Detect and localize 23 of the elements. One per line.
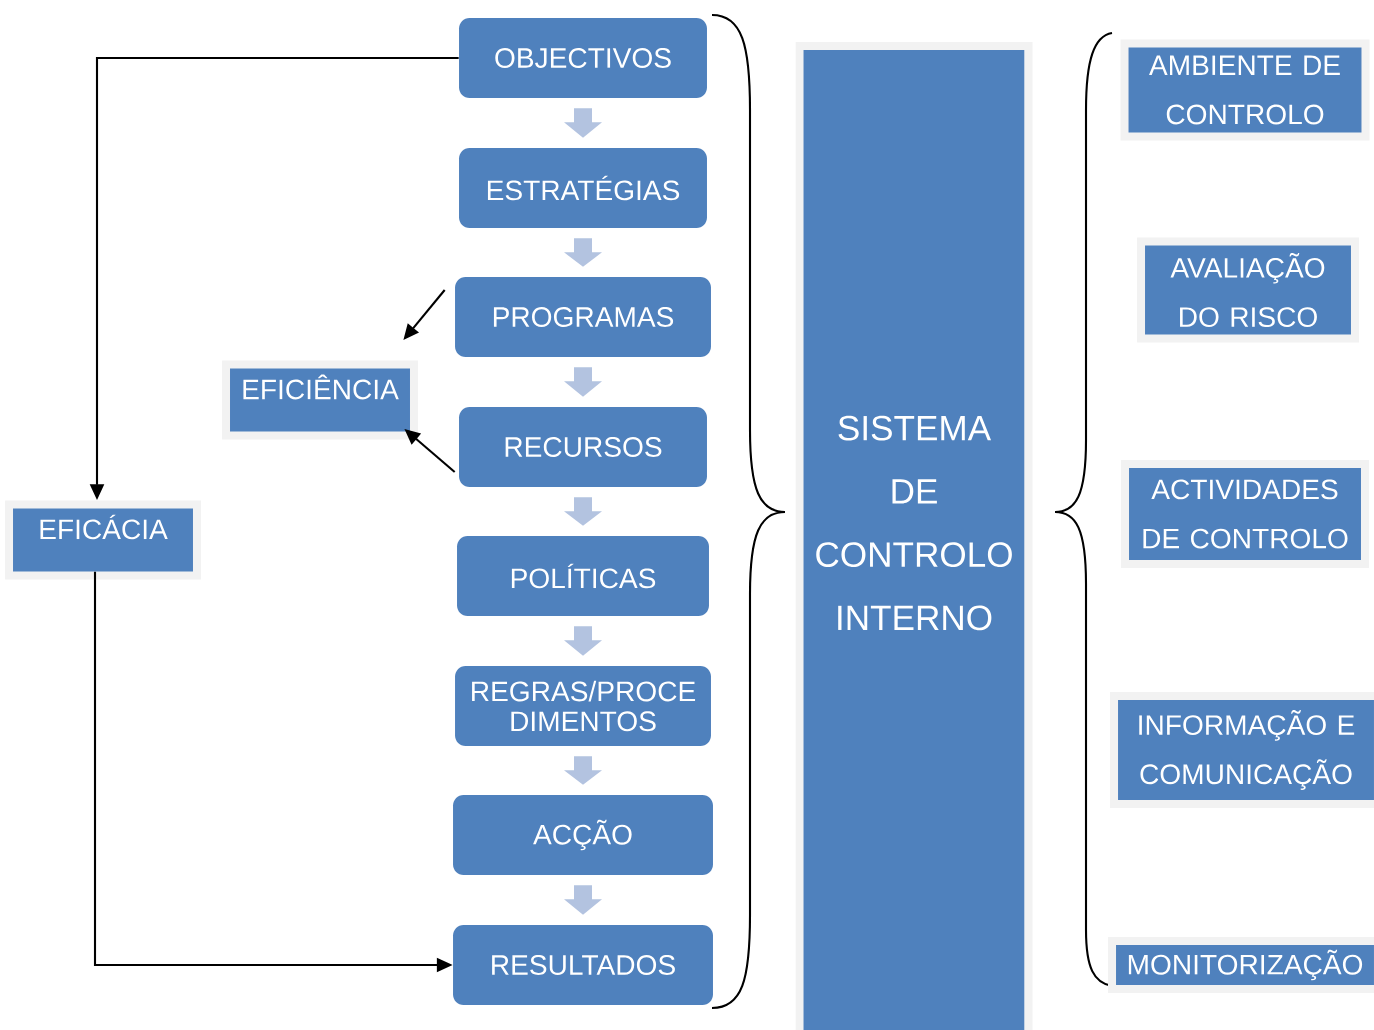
block-arrow <box>564 756 602 785</box>
block-arrow <box>564 108 602 138</box>
block-arrow <box>564 885 602 915</box>
process-box: ESTRATÉGIAS <box>459 148 707 228</box>
block-arrow <box>564 626 602 656</box>
block-arrow <box>564 367 602 397</box>
component-box: AVALIAÇÃO DO RISCO <box>1137 237 1359 343</box>
process-box: POLÍTICAS <box>457 536 709 616</box>
block-arrow <box>564 497 602 526</box>
system-column: SISTEMA DE CONTROLO INTERNO <box>795 42 1033 1030</box>
process-box: ACÇÃO <box>453 795 713 875</box>
concept-box: EFICÁCIA <box>5 500 201 580</box>
process-box: RESULTADOS <box>453 925 713 1005</box>
component-box: MONITORIZAÇÃO <box>1108 937 1374 993</box>
component-box: INFORMAÇÃO E COMUNICAÇÃO <box>1110 692 1374 808</box>
block-arrow <box>564 238 602 267</box>
process-box: REGRAS/PROCE DIMENTOS <box>455 666 711 746</box>
component-box: ACTIVIDADES DE CONTROLO <box>1121 460 1369 568</box>
process-box: PROGRAMAS <box>455 277 711 357</box>
component-box: AMBIENTE DE CONTROLO <box>1120 39 1370 141</box>
process-box: RECURSOS <box>459 407 707 487</box>
concept-box: EFICIÊNCIA <box>222 360 418 440</box>
process-box: OBJECTIVOS <box>459 18 707 98</box>
